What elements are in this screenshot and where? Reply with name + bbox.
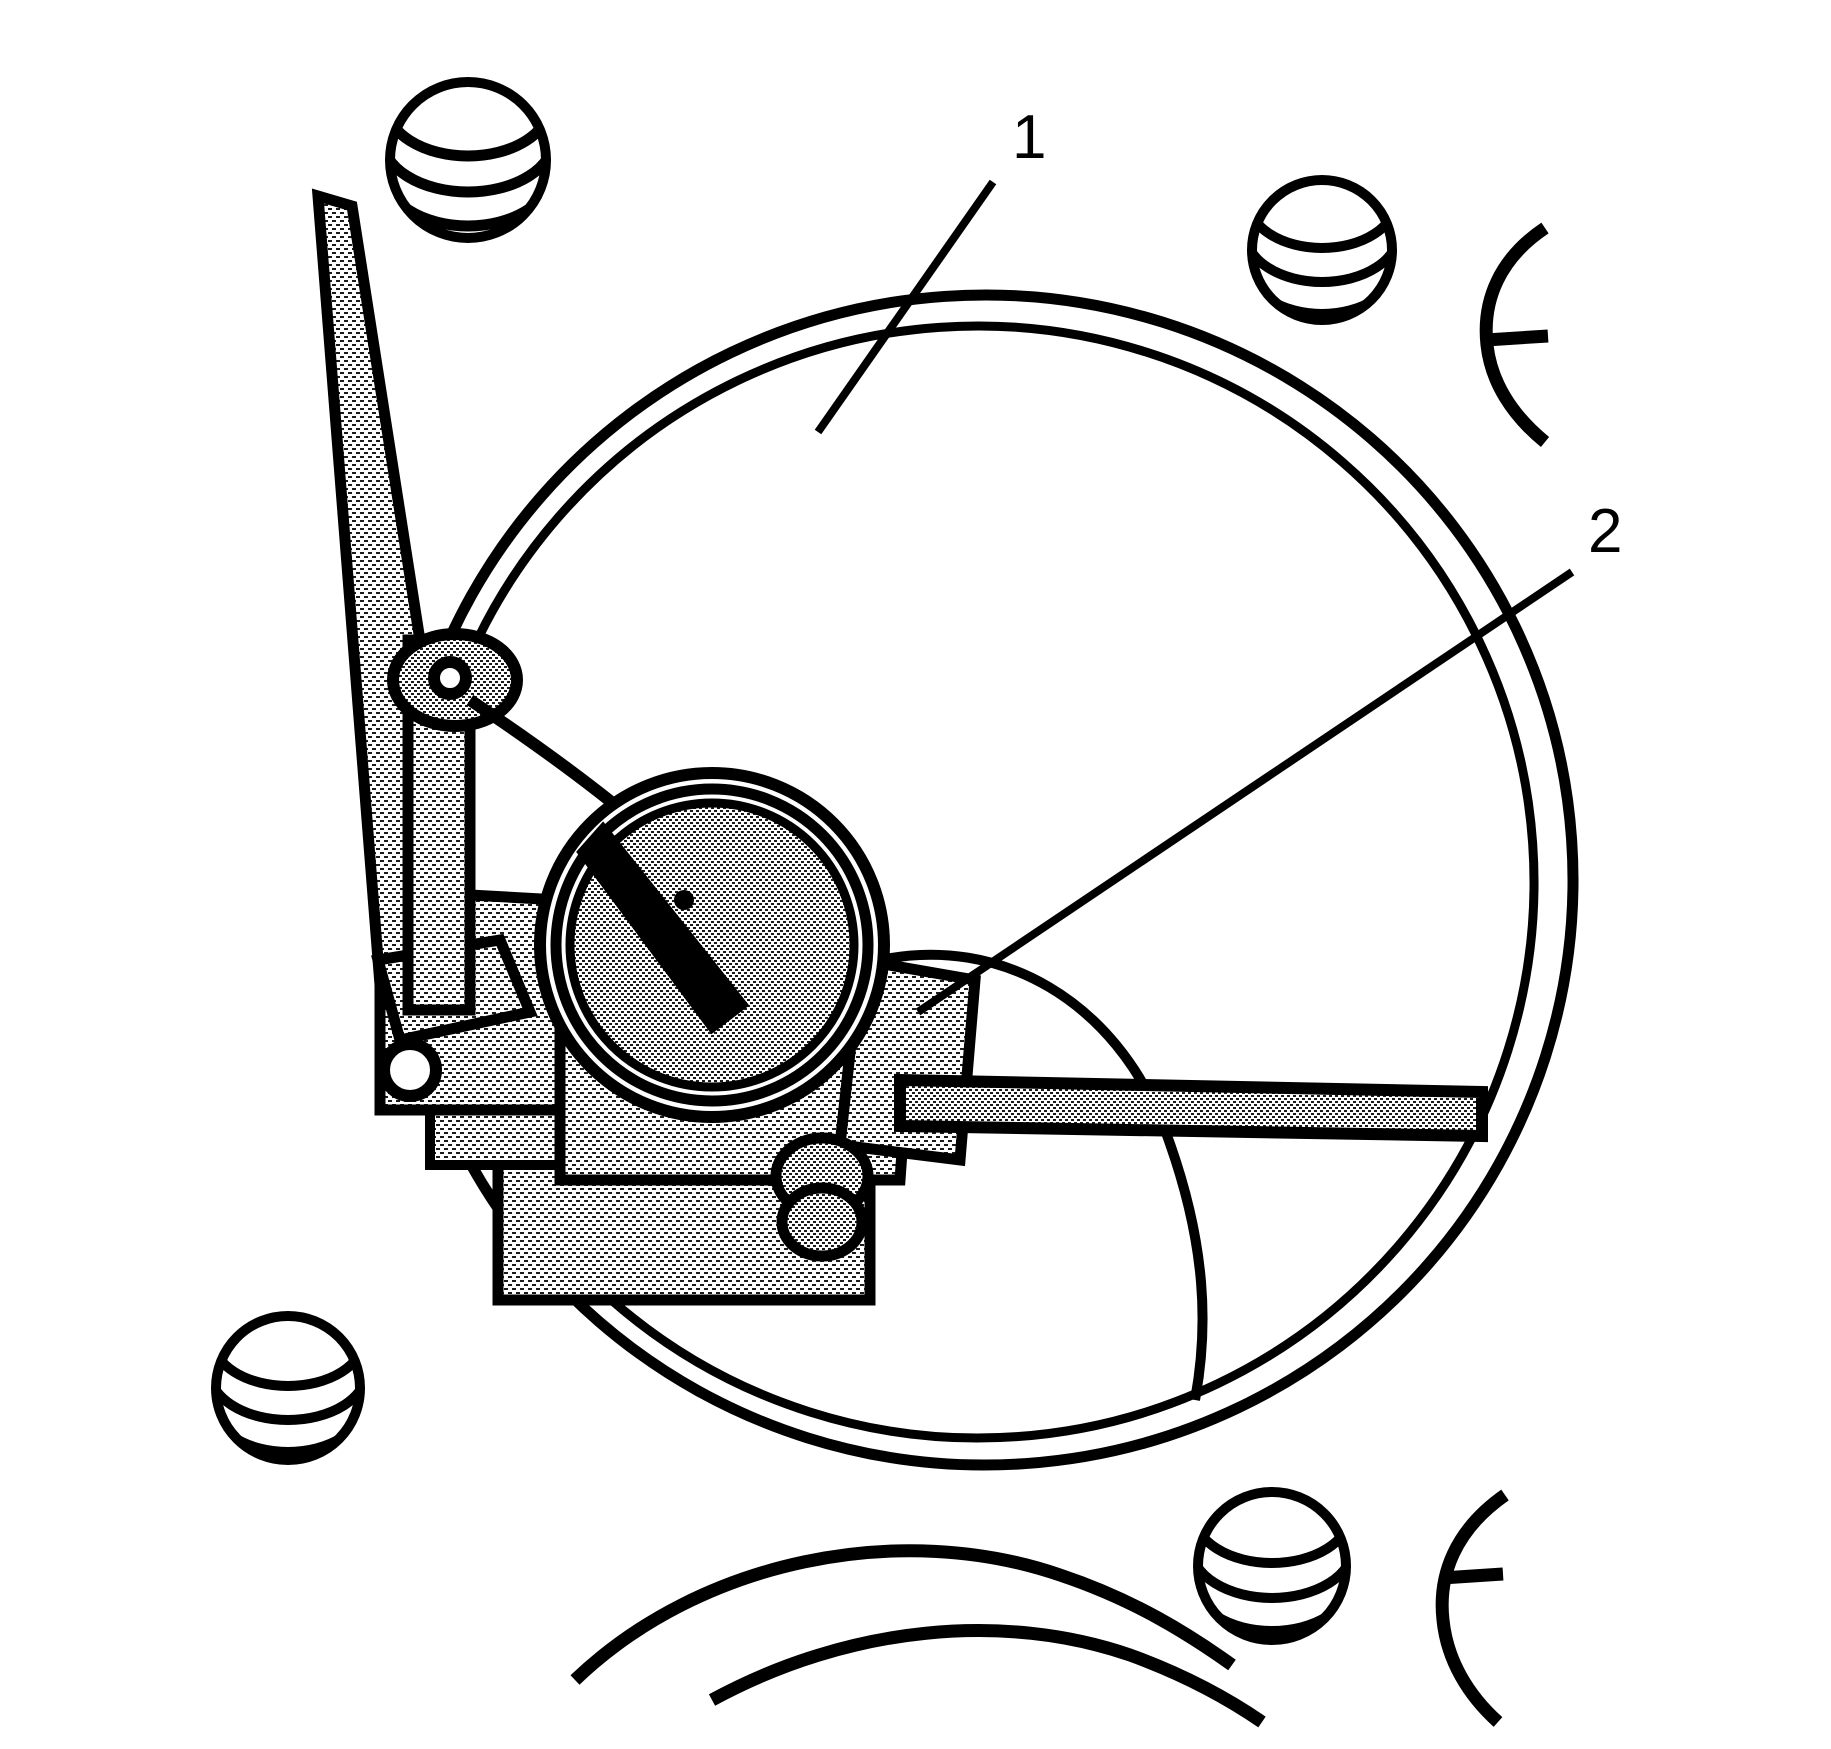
inner-contour-arc-lower-1 [570,1544,1236,1685]
edge-mark-tick-icon [1441,1567,1504,1585]
inner-contour-arc-lower-2 [708,1624,1266,1728]
edge-mark-lower-right [1435,1489,1509,1727]
threaded-hole-top-left [385,77,551,243]
clamp-arm-pivot-pin [428,656,472,700]
dial-indicator-gauge [534,767,890,1123]
callout-1-leader-line [814,179,997,435]
callout-2-label: 2 [1588,497,1622,566]
probe-shaft [894,1073,1488,1143]
edge-mark-tick-icon [1485,329,1549,347]
callout-1: 1 [814,103,1046,435]
dial-needle-hub [674,890,694,910]
fixture-lock-nut [776,1182,868,1262]
edge-mark-upper-right [1479,222,1550,448]
probe-shaft-rod [894,1073,1488,1143]
clamp-arm [311,188,705,1047]
callout-1-label: 1 [1012,103,1046,172]
dial-needle [576,821,750,1035]
callout-2-leader-line [915,568,1575,1016]
fixture-pivot-hole [378,1038,442,1102]
edge-mark-arc-icon [1435,1489,1509,1727]
callout-2: 2 [915,497,1622,1016]
